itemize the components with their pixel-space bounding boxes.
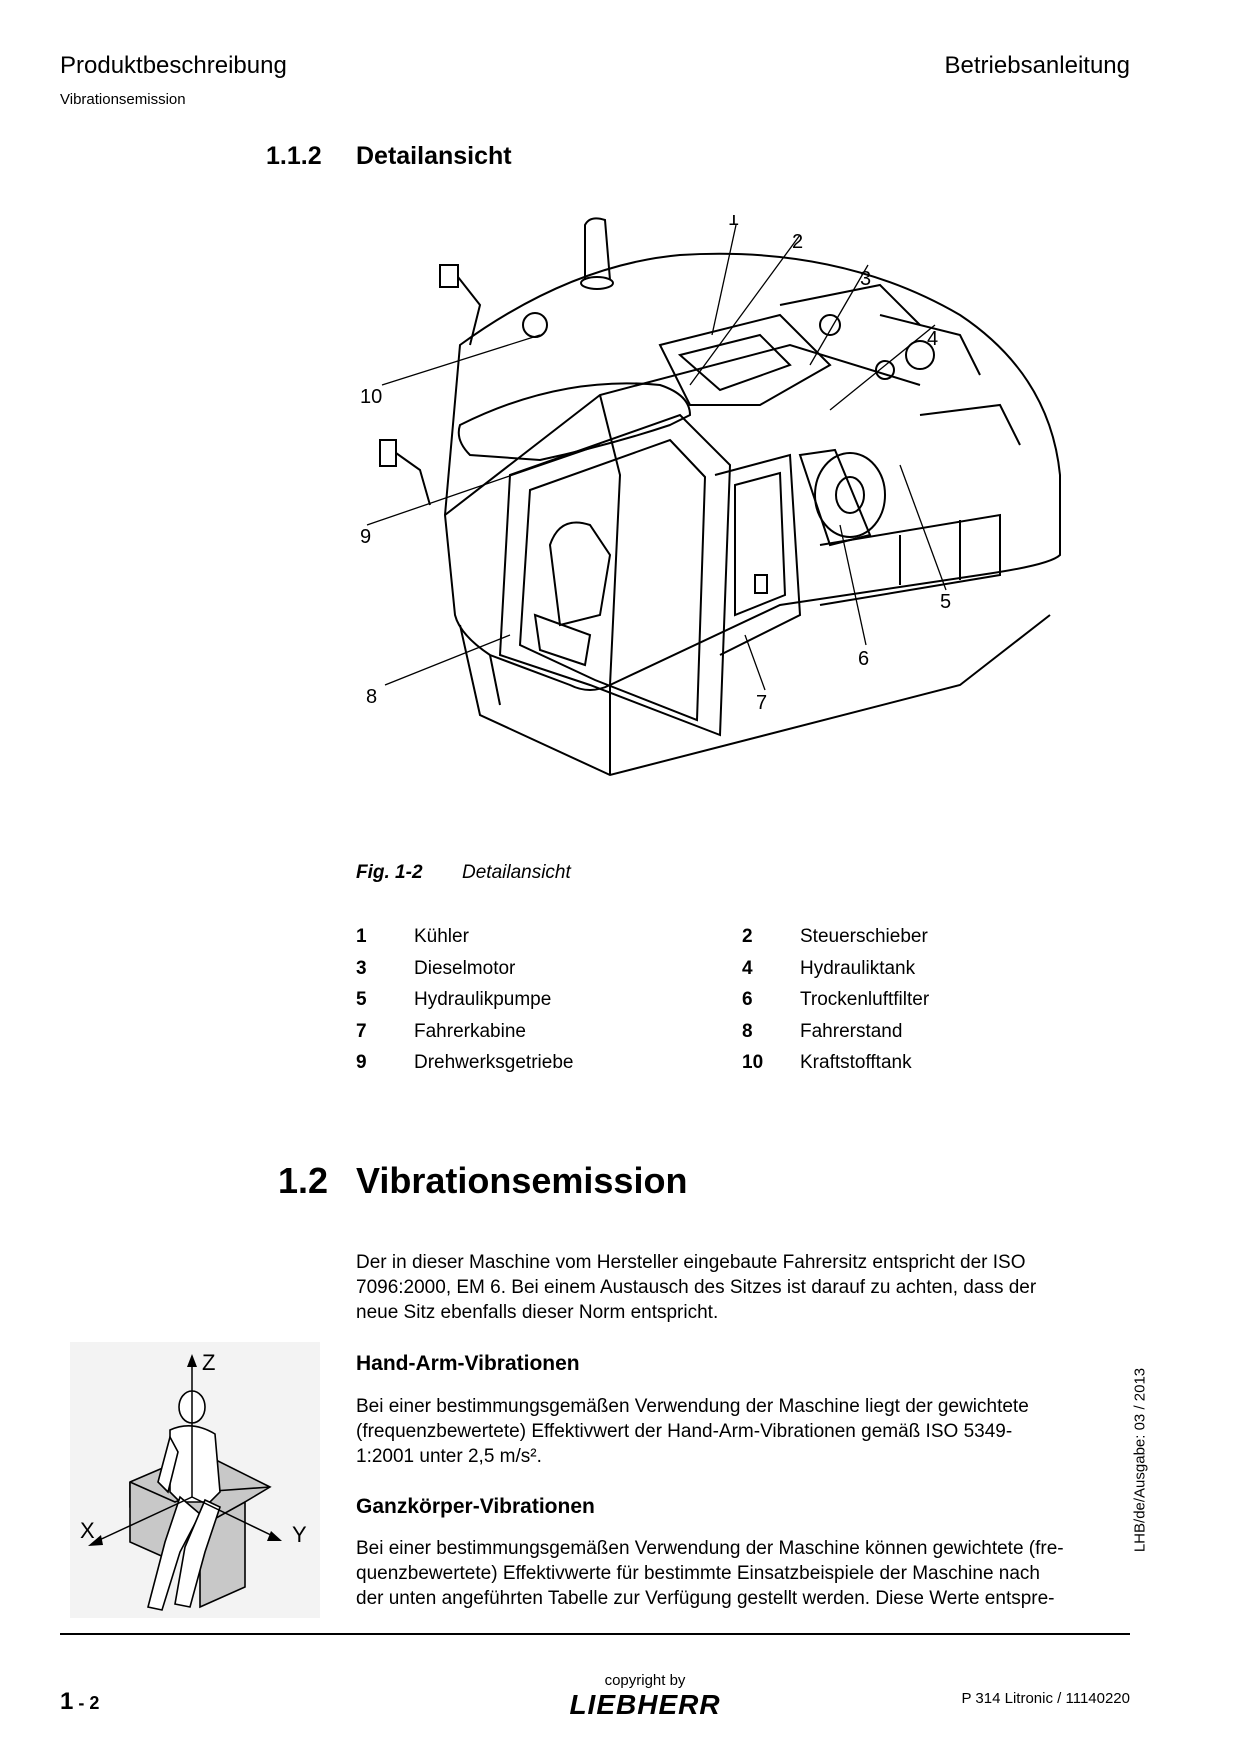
callout-3: 3 [860, 268, 871, 290]
section-number: 1.1.2 [266, 142, 322, 170]
legend-number: 1 [356, 926, 367, 947]
legend-label: Hydraulikpumpe [414, 989, 552, 1010]
legend-number: 5 [356, 989, 367, 1010]
edition-side-text: LHB/de/Ausgabe: 03 / 2013 [1128, 1340, 1152, 1580]
hand-arm-heading: Hand-Arm-Vibrationen [356, 1352, 580, 1375]
legend-number: 9 [356, 1052, 367, 1073]
legend-number: 2 [742, 926, 753, 947]
legend-label: Fahrerstand [800, 1020, 903, 1042]
legend-number: 10 [742, 1052, 764, 1073]
axis-label-y: Y [292, 1522, 307, 1547]
legend-label: Drehwerksgetriebe [414, 1052, 574, 1073]
legend-number: 4 [742, 957, 753, 979]
figure-caption-text: Detailansicht [462, 862, 571, 883]
figure-legend: 1 Kühler 2 Steuerschieber 3 Dieselmotor … [356, 926, 956, 1084]
legend-label: Kraftstofftank [800, 1052, 912, 1073]
whole-body-paragraph: Bei einer bestimmungsgemäßen Verwendung … [356, 1536, 1116, 1611]
legend-label: Steuerschieber [800, 926, 928, 947]
text-line: quenzbewertete) Effektivwerte für bestim… [356, 1563, 1040, 1584]
section-title: Vibrationsemission [356, 1160, 688, 1201]
text-line: 7096:2000, EM 6. Bei einem Austausch des… [356, 1277, 1037, 1298]
legend-number: 3 [356, 957, 367, 979]
legend-row: 5 Hydraulikpumpe 6 Trockenluftfilter [356, 989, 956, 1021]
text-line: der unten angeführten Tabelle zur Verfüg… [356, 1588, 1055, 1609]
copyright-block: copyright by LIEBHERR [560, 1672, 730, 1723]
legend-label: Kühler [414, 926, 469, 947]
header-title-left: Produktbeschreibung [60, 52, 287, 79]
text-line: (frequenzbewertete) Effektivwert der Han… [356, 1421, 1013, 1442]
text-line: neue Sitz ebenfalls dieser Norm entspric… [356, 1302, 719, 1323]
page-number: 1 - 2 [60, 1688, 99, 1716]
legend-label: Dieselmotor [414, 957, 516, 979]
callout-5: 5 [940, 591, 951, 613]
liebherr-logo: LIEBHERR [569, 1689, 720, 1720]
text-line: Bei einer bestimmungsgemäßen Verwendung … [356, 1538, 1064, 1559]
callout-9: 9 [360, 526, 371, 548]
callout-7: 7 [756, 692, 767, 714]
whole-body-heading: Ganzkörper-Vibrationen [356, 1495, 595, 1518]
callout-leaders [366, 224, 947, 691]
axis-label-x: X [80, 1518, 95, 1543]
page-number-main: 1 [60, 1688, 74, 1715]
text-line: 1:2001 unter 2,5 m/s². [356, 1446, 542, 1467]
edition-label: LHB/de/Ausgabe: 03 / 2013 [1131, 1367, 1149, 1553]
intro-paragraph: Der in dieser Maschine vom Hersteller ei… [356, 1250, 1116, 1325]
legend-row: 9 Drehwerksgetriebe 10 Kraftstofftank [356, 1052, 956, 1084]
page-number-separator: - [73, 1693, 90, 1713]
legend-label: Hydrauliktank [800, 957, 916, 979]
callout-10: 10 [360, 386, 382, 408]
excavator-detail-drawing: 1 2 3 4 5 6 7 8 9 10 [360, 215, 1061, 777]
section-number: 1.2 [278, 1160, 329, 1201]
page-number-sub: 2 [89, 1693, 100, 1713]
copyright-text: copyright by [604, 1672, 686, 1689]
header-subtitle: Vibrationsemission [60, 91, 186, 108]
hand-arm-paragraph: Bei einer bestimmungsgemäßen Verwendung … [356, 1394, 1116, 1469]
callout-2: 2 [792, 231, 803, 253]
seated-person-axes-illustration: Z X Y [70, 1342, 320, 1618]
legend-label: Trockenluftfilter [800, 989, 930, 1010]
callout-6: 6 [858, 648, 869, 670]
legend-number: 7 [356, 1020, 367, 1042]
legend-row: 1 Kühler 2 Steuerschieber [356, 926, 956, 958]
machine-outline [379, 217, 1061, 777]
figure-caption-label: Fig. 1-2 [356, 862, 423, 883]
section-title: Detailansicht [356, 142, 512, 170]
axis-label-z: Z [202, 1350, 215, 1375]
legend-row: 7 Fahrerkabine 8 Fahrerstand [356, 1021, 956, 1053]
footer-rule [60, 1633, 1130, 1635]
legend-row: 3 Dieselmotor 4 Hydrauliktank [356, 958, 956, 990]
legend-number: 6 [742, 989, 753, 1010]
legend-label: Fahrerkabine [414, 1020, 526, 1042]
legend-number: 8 [742, 1020, 753, 1042]
callout-8: 8 [366, 686, 377, 708]
header-title-right: Betriebsanleitung [944, 52, 1130, 79]
model-reference: P 314 Litronic / 11140220 [961, 1690, 1130, 1707]
text-line: Der in dieser Maschine vom Hersteller ei… [356, 1252, 1026, 1273]
callout-4: 4 [927, 328, 938, 350]
callout-1: 1 [728, 215, 739, 230]
text-line: Bei einer bestimmungsgemäßen Verwendung … [356, 1396, 1029, 1417]
brand-wordmark: LIEBHERR [569, 1689, 720, 1719]
